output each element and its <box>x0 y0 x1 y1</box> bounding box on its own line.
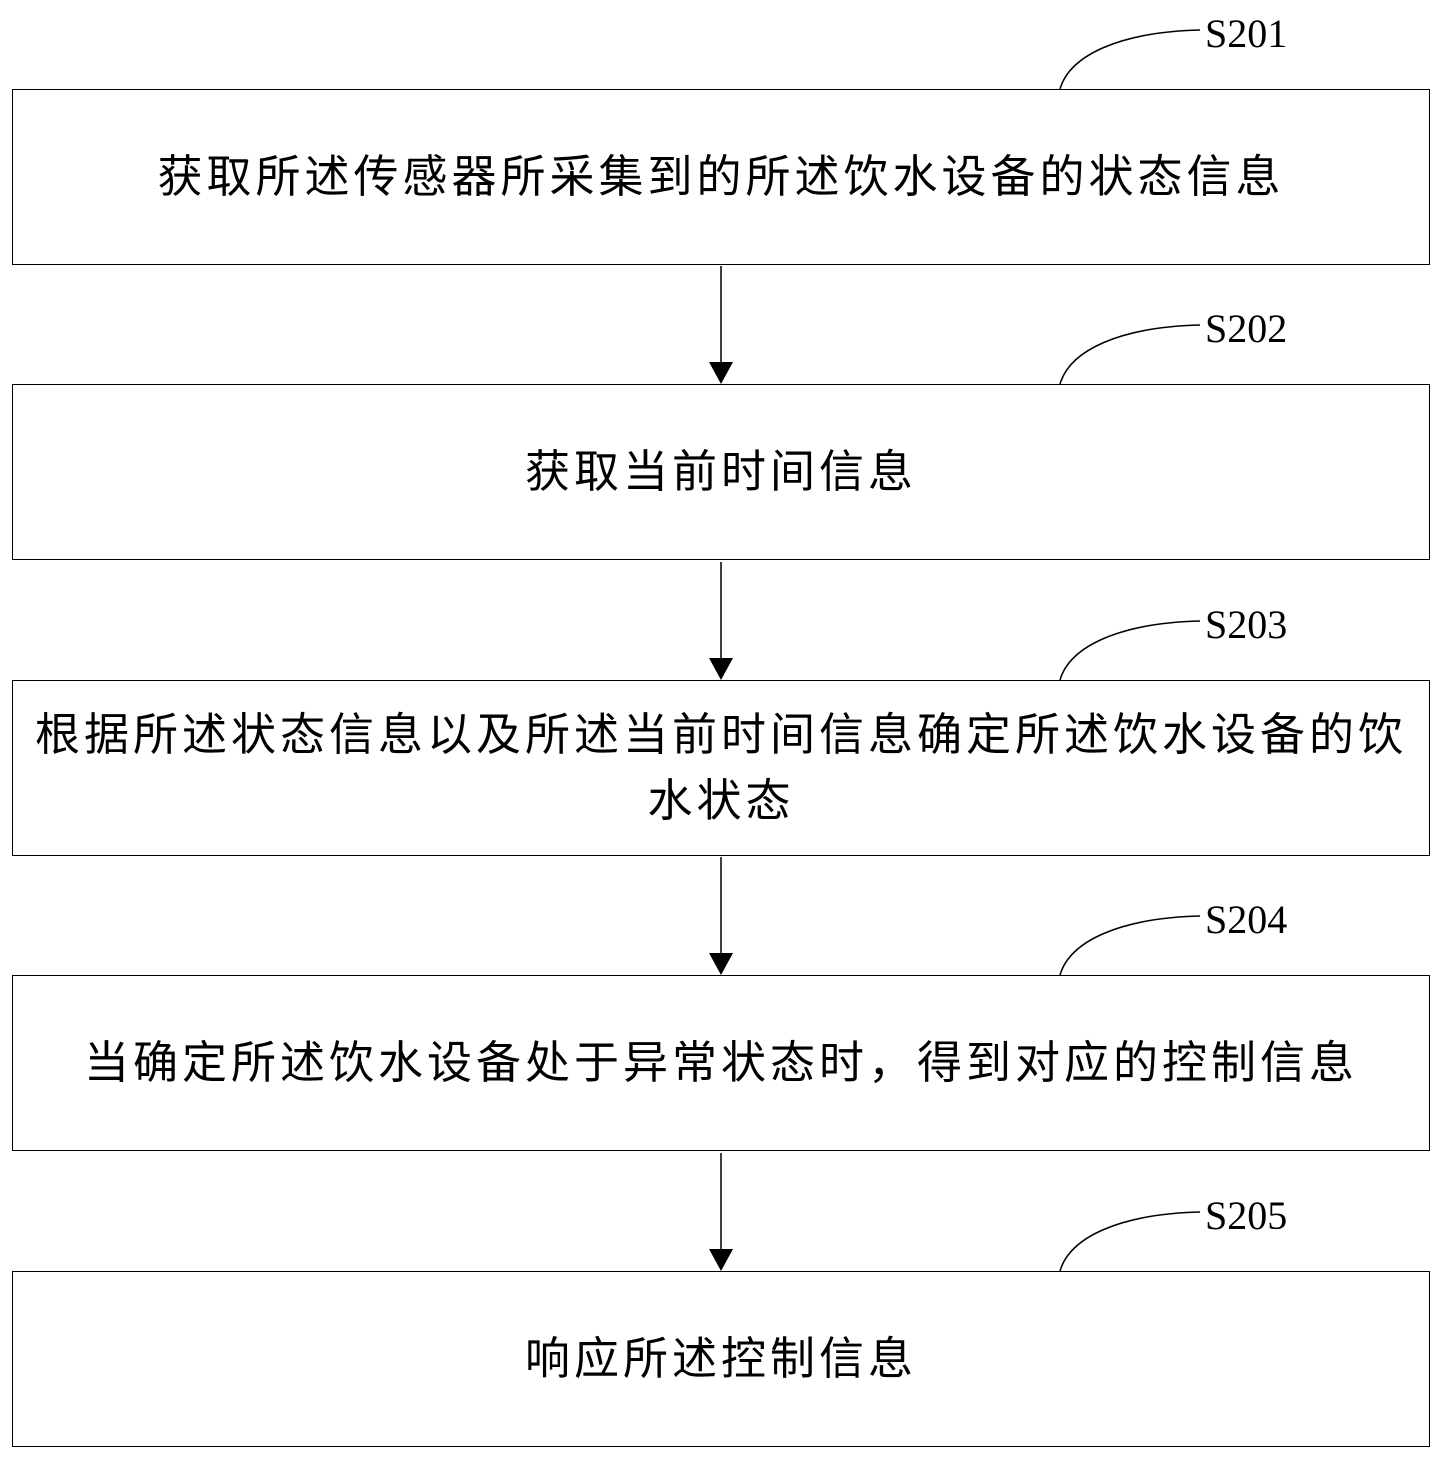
step-box-s204: 当确定所述饮水设备处于异常状态时，得到对应的控制信息 <box>12 975 1430 1151</box>
step-text-s203: 根据所述状态信息以及所述当前时间信息确定所述饮水设备的饮水状态 <box>34 708 1407 827</box>
arrow-s202-to-s203 <box>709 562 733 680</box>
leader-curve-s205 <box>1059 1211 1201 1272</box>
step-box-s205: 响应所述控制信息 <box>12 1271 1430 1447</box>
leader-curve-s201 <box>1059 29 1201 90</box>
step-text-s205: 响应所述控制信息 <box>524 1332 917 1385</box>
step-text-s202: 获取当前时间信息 <box>524 445 917 498</box>
step-label-s203: S203 <box>1205 602 1288 647</box>
step-box-s201: 获取所述传感器所采集到的所述饮水设备的状态信息 <box>12 89 1430 265</box>
step-text-s201: 获取所述传感器所采集到的所述饮水设备的状态信息 <box>157 150 1285 203</box>
arrow-s203-to-s204 <box>709 857 733 975</box>
step-label-s201: S201 <box>1205 11 1288 56</box>
leader-curve-s202 <box>1059 324 1201 385</box>
step-box-s202: 获取当前时间信息 <box>12 384 1430 560</box>
arrow-s201-to-s202 <box>709 266 733 384</box>
step-label-s204: S204 <box>1205 897 1288 942</box>
step-label-s205: S205 <box>1205 1193 1288 1238</box>
leader-curve-s203 <box>1059 620 1201 681</box>
step-text-s204: 当确定所述饮水设备处于异常状态时，得到对应的控制信息 <box>83 1036 1358 1089</box>
leader-curve-s204 <box>1059 915 1201 976</box>
step-box-s203: 根据所述状态信息以及所述当前时间信息确定所述饮水设备的饮水状态 <box>12 680 1430 856</box>
step-label-s202: S202 <box>1205 306 1288 351</box>
arrow-s204-to-s205 <box>709 1153 733 1271</box>
